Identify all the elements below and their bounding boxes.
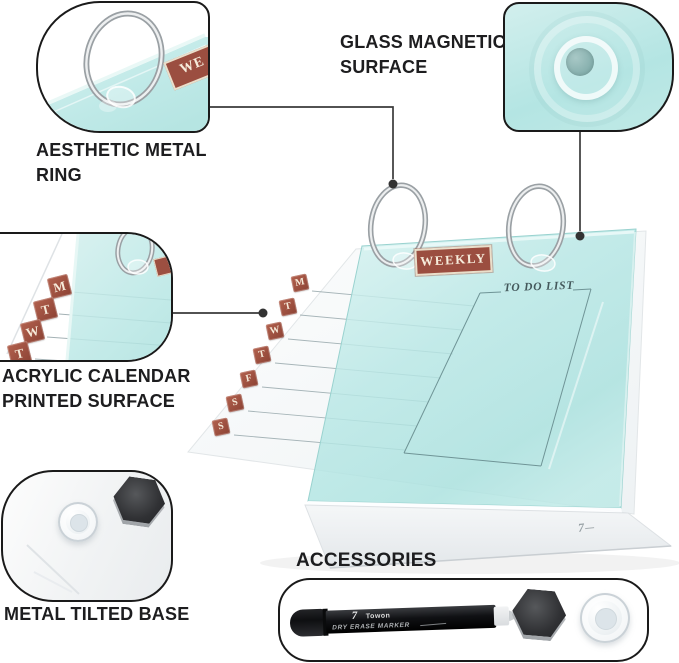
accessories-box: 7 Towon DRY ERASE MARKER	[278, 578, 649, 662]
label-line: AESTHETIC METAL	[36, 140, 207, 160]
label-glass-magnetic-surface: GLASS MAGNETIC SURFACE	[340, 30, 506, 80]
label-line: RING	[36, 165, 82, 185]
leader-lines	[167, 106, 581, 314]
callout-magnetic-surface	[503, 2, 674, 132]
label-acrylic-printed-surface: ACRYLIC CALENDAR PRINTED SURFACE	[2, 364, 191, 414]
base-front-edge	[329, 545, 672, 569]
callout-calendar-art	[6, 234, 171, 360]
label-accessories: ACCESSORIES	[296, 548, 437, 573]
glass-right-bevel	[619, 231, 636, 507]
glass-reflection	[548, 301, 604, 470]
marker-logo: 7	[351, 609, 358, 622]
marker-cap	[289, 608, 327, 637]
hexagon-magnet-zoom	[110, 475, 168, 530]
callout-tilted-base	[1, 470, 173, 602]
clear-magnet-core	[566, 48, 594, 76]
weekly-badge: WEEKLY	[414, 245, 493, 276]
day-square-thu: T	[252, 345, 272, 365]
glass-top-bevel	[363, 230, 635, 251]
callout-metal-ring: WE	[36, 1, 210, 133]
day-square-wed: W	[265, 321, 285, 341]
leader-dots	[258, 179, 585, 318]
round-magnet-zoom	[58, 502, 98, 542]
day-square-mon: M	[290, 273, 310, 293]
marker-tip	[493, 606, 510, 626]
ring-grommet-right	[530, 254, 556, 272]
hexagon-magnet	[510, 588, 568, 643]
label-line: SURFACE	[340, 57, 428, 77]
ring-grommet-zoom	[106, 85, 136, 109]
hexagon-magnet-felt	[510, 588, 568, 639]
day-square-fri: F	[239, 369, 259, 389]
round-magnet-core	[70, 514, 88, 532]
metal-ring-right	[505, 183, 567, 269]
label-line: PRINTED SURFACE	[2, 391, 176, 411]
brand-mark-underline	[585, 526, 595, 529]
metal-ring-left	[367, 182, 429, 268]
brand-mark: 7	[577, 520, 595, 535]
marker-brand: Towon	[365, 612, 391, 621]
dry-erase-marker: 7 Towon DRY ERASE MARKER	[289, 598, 518, 642]
todo-box	[403, 288, 592, 467]
round-magnet	[580, 593, 630, 643]
label-aesthetic-metal-ring: AESTHETIC METAL RING	[36, 138, 207, 188]
hexagon-magnet-felt	[110, 475, 168, 526]
label-metal-tilted-base: METAL TILTED BASE	[4, 602, 189, 627]
day-square-sun: S	[211, 417, 231, 437]
callout-printed-surface: M T W T	[0, 232, 173, 362]
label-line: GLASS MAGNETIC	[340, 32, 506, 52]
day-square-sat: S	[225, 393, 245, 413]
todo-list-title: TO DO LIST	[503, 279, 575, 295]
label-line: METAL TILTED BASE	[4, 604, 190, 624]
brand-mark-7: 7	[577, 520, 585, 535]
day-square-tue: T	[278, 297, 298, 317]
magnet-suction-mark	[534, 16, 640, 122]
leader-line-ring	[206, 106, 394, 179]
round-magnet-core	[594, 607, 618, 631]
label-line: ACRYLIC CALENDAR	[2, 366, 191, 386]
callout-base-art	[26, 544, 80, 595]
label-line: ACCESSORIES	[296, 550, 437, 571]
